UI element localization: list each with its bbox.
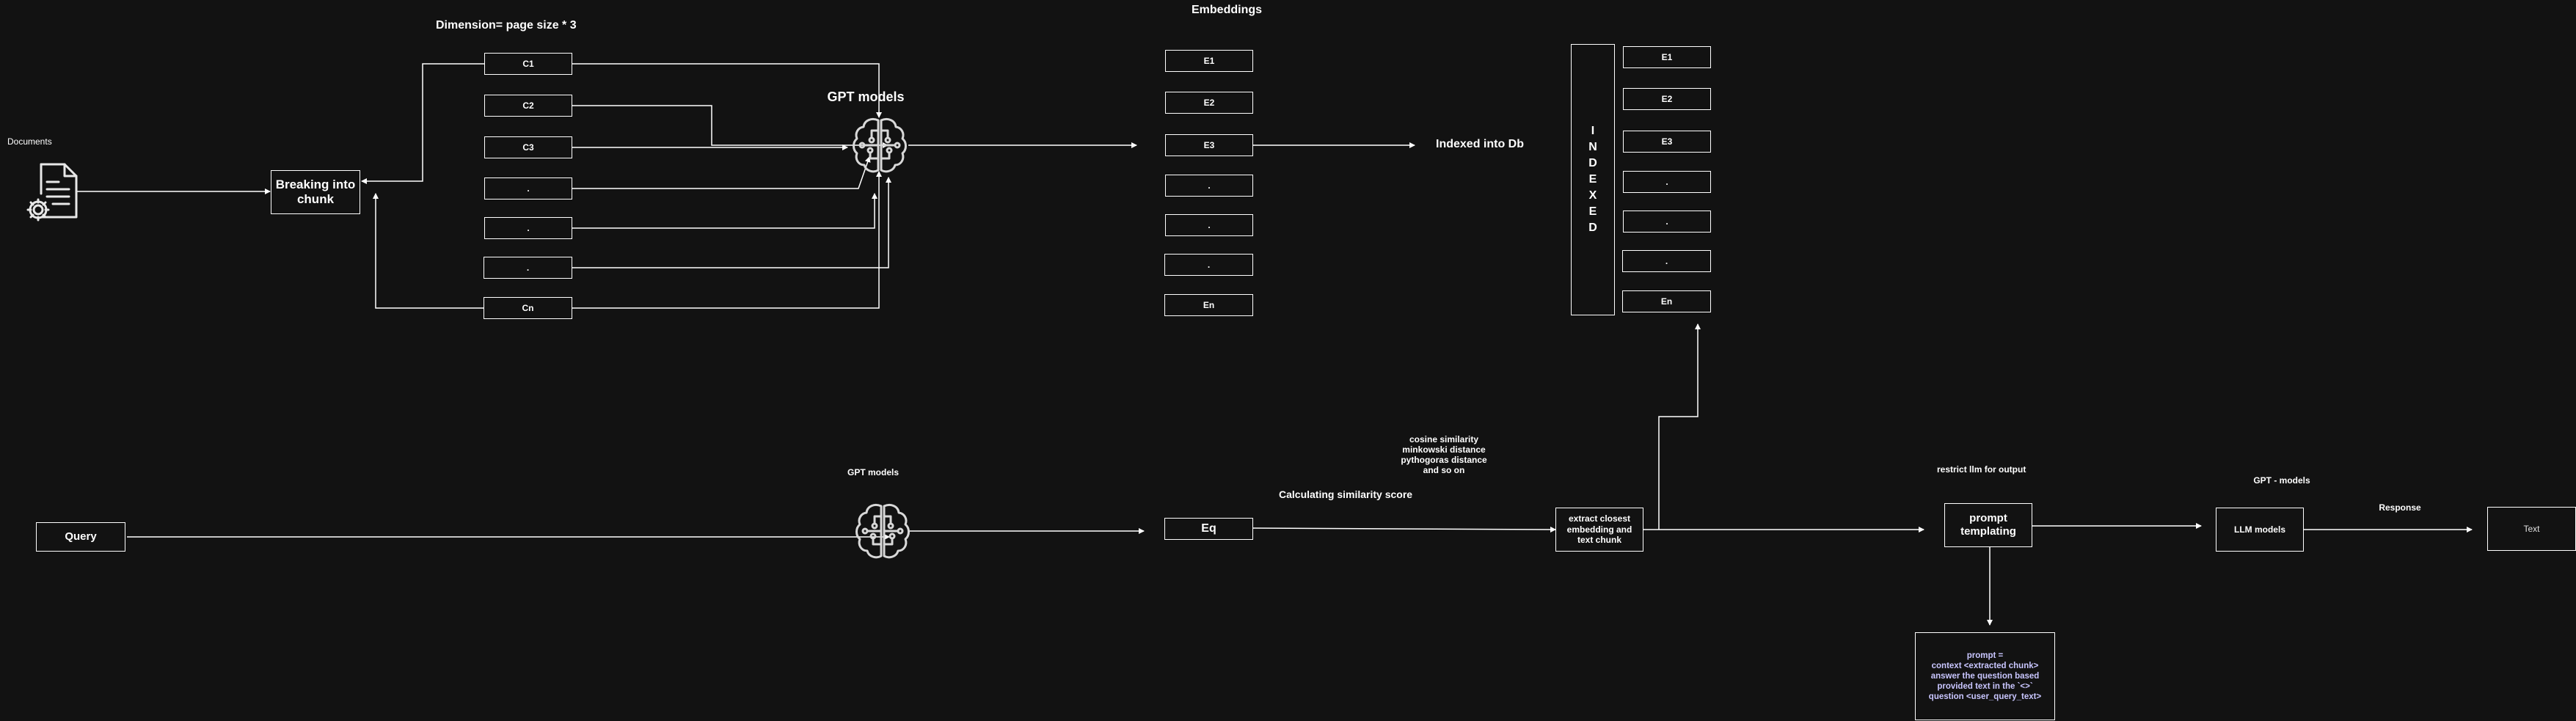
similarity-method-line: cosine similarity: [1409, 434, 1479, 444]
llm-models-label: LLM models: [2233, 524, 2285, 535]
prompt-templating-box[interactable]: prompt templating: [1944, 503, 2032, 547]
embedding-box[interactable]: .: [1165, 175, 1253, 197]
document-settings-icon: [26, 161, 79, 222]
indexed-embedding-label: .: [1665, 255, 1668, 266]
arrow-dot1-to-gpt: [572, 156, 871, 189]
prompt-note-line: context <extracted chunk>: [1931, 662, 2039, 670]
indexed-embedding-box[interactable]: E3: [1623, 131, 1711, 153]
extract-closest-label: extract closest embedding and text chunk: [1566, 513, 1632, 546]
query-label: Query: [65, 530, 97, 543]
indexed-into-db-label: Indexed into Db: [1436, 138, 1524, 150]
embedding-box[interactable]: En: [1164, 294, 1253, 316]
arrow-cn-to-gpt: [572, 171, 882, 309]
arrow-c1-to-gpt: [572, 63, 882, 118]
embedding-label: .: [1207, 259, 1211, 270]
chunk-box[interactable]: C2: [484, 95, 572, 117]
embedding-box[interactable]: E3: [1165, 134, 1253, 156]
chunk-box[interactable]: .: [484, 217, 572, 239]
gpt-models-top-label: GPT models: [827, 89, 905, 104]
indexed-embedding-box[interactable]: E1: [1623, 46, 1711, 68]
arrow-eq-to-extract: [1252, 526, 1556, 532]
embedding-label: E1: [1203, 55, 1215, 66]
chunk-label: Cn: [522, 302, 534, 313]
calculating-similarity-label: Calculating similarity score: [1279, 488, 1413, 500]
embedding-label: En: [1203, 299, 1215, 310]
embeddings-title: Embeddings: [1192, 4, 1263, 16]
chunk-box[interactable]: Cn: [484, 297, 572, 319]
prompt-note-line: prompt =: [1966, 651, 2004, 660]
arrow-extract-to-indexed: [1658, 323, 1701, 530]
embedding-box[interactable]: .: [1165, 214, 1253, 236]
dimension-title: Dimension= page size * 3: [436, 19, 577, 32]
arrow-cn-to-breaking: [373, 193, 484, 309]
brain-circuit-icon: [851, 116, 908, 175]
indexed-embedding-label: .: [1665, 176, 1668, 187]
restrict-llm-label: restrict llm for output: [1937, 464, 2026, 475]
indexed-letter: E: [1588, 205, 1597, 218]
indexed-embedding-label: E3: [1661, 136, 1673, 147]
chunk-label: C3: [522, 142, 534, 153]
embedding-box[interactable]: E2: [1165, 92, 1253, 114]
indexed-embedding-label: E1: [1661, 51, 1673, 62]
indexed-db-box[interactable]: I N D E X E D: [1571, 44, 1615, 315]
embedding-label: E3: [1203, 139, 1215, 150]
indexed-embedding-box[interactable]: .: [1623, 171, 1711, 193]
indexed-embedding-label: En: [1660, 296, 1673, 307]
arrow-c2-to-gpt: [572, 105, 889, 148]
indexed-letter: N: [1588, 141, 1597, 153]
arrow-dot3-to-gpt: [572, 177, 891, 268]
indexed-embedding-box[interactable]: En: [1622, 290, 1711, 312]
llm-models-box[interactable]: LLM models: [2216, 508, 2304, 552]
embedding-label: .: [1208, 180, 1211, 191]
indexed-letter: E: [1588, 173, 1597, 186]
embedding-label: E2: [1203, 97, 1215, 108]
prompt-templating-label: prompt templating: [1960, 512, 2016, 538]
chunk-label: .: [527, 222, 530, 233]
embedding-label: .: [1208, 219, 1211, 230]
similarity-method-line: minkowski distance: [1402, 444, 1486, 455]
indexed-embedding-label: E2: [1661, 93, 1673, 104]
similarity-method-line: pythogoras distance: [1401, 455, 1487, 465]
eq-label: Eq: [1201, 522, 1216, 535]
documents-label: Documents: [7, 136, 52, 147]
response-label: Response: [2379, 502, 2421, 513]
indexed-embedding-box[interactable]: .: [1622, 250, 1711, 272]
indexed-embedding-box[interactable]: .: [1623, 211, 1711, 233]
prompt-template-note: prompt = context <extracted chunk> answe…: [1915, 632, 2055, 720]
chunk-box[interactable]: .: [484, 177, 572, 200]
prompt-note-line: answer the question based: [1930, 672, 2040, 681]
gpt-models-bottom-label: GPT models: [847, 467, 900, 477]
prompt-note-line: question <user_query_text>: [1928, 692, 2042, 701]
chunk-box[interactable]: .: [484, 257, 572, 279]
eq-box[interactable]: Eq: [1164, 518, 1253, 540]
prompt-note-line: provided text in the `<>`: [1937, 682, 2033, 691]
indexed-letter: X: [1588, 189, 1597, 202]
chunk-label: C2: [522, 100, 534, 111]
extract-closest-box[interactable]: extract closest embedding and text chunk: [1555, 508, 1643, 552]
chunk-label: C1: [522, 58, 534, 69]
embedding-box[interactable]: E1: [1165, 50, 1253, 72]
indexed-embedding-label: .: [1665, 216, 1668, 227]
indexed-letter: D: [1588, 222, 1597, 234]
similarity-method-line: and so on: [1423, 465, 1465, 475]
arrow-c1-to-breaking: [361, 63, 484, 184]
chunk-label: .: [526, 262, 530, 273]
indexed-letter: D: [1588, 157, 1597, 169]
indexed-letter: I: [1591, 125, 1595, 137]
chunk-box[interactable]: C1: [484, 53, 572, 75]
chunk-label: .: [527, 183, 530, 194]
brain-circuit-icon: [854, 502, 911, 560]
query-box[interactable]: Query: [36, 522, 125, 552]
text-output-label: Text: [2523, 523, 2540, 534]
text-output-box[interactable]: Text: [2487, 507, 2576, 551]
breaking-into-chunk-box[interactable]: Breaking into chunk: [271, 170, 360, 214]
chunk-box[interactable]: C3: [484, 136, 572, 158]
breaking-into-chunk-label: Breaking into chunk: [275, 177, 356, 206]
indexed-embedding-box[interactable]: E2: [1623, 88, 1711, 110]
gpt-models-right-label: GPT - models: [2253, 475, 2310, 486]
arrow-dot2-to-gpt: [572, 193, 877, 229]
similarity-methods-label: cosine similarity minkowski distance pyt…: [1401, 434, 1486, 475]
embedding-box[interactable]: .: [1164, 254, 1253, 276]
